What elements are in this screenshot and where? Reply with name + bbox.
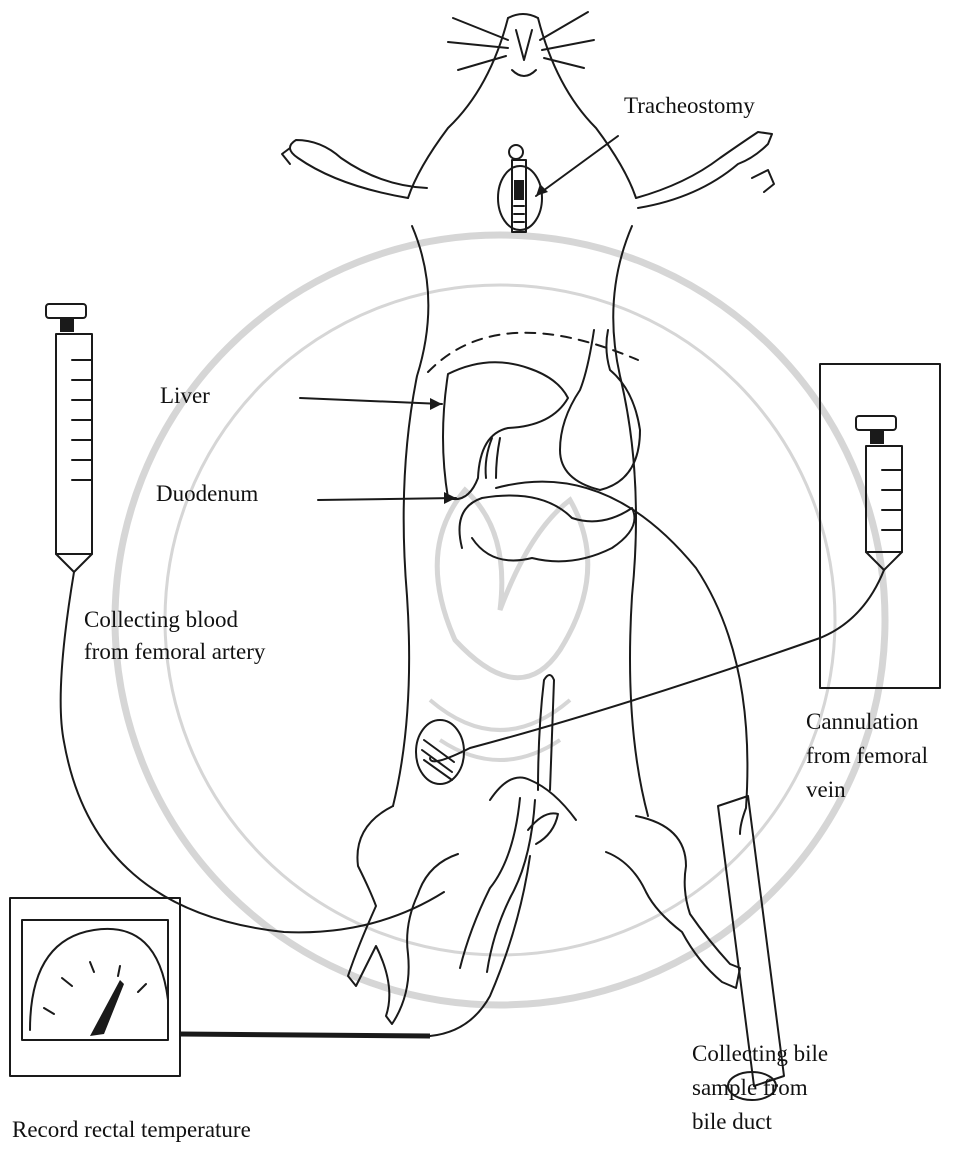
bile-collection — [496, 482, 784, 1100]
syringe-femoral-vein — [430, 364, 940, 761]
label-bile-line2: sample from — [692, 1074, 808, 1102]
label-cannulation-line3: vein — [806, 776, 846, 804]
label-blood-line2: from femoral artery — [84, 638, 265, 666]
label-tracheostomy: Tracheostomy — [624, 92, 755, 120]
label-bile-line3: bile duct — [692, 1108, 772, 1136]
label-cannulation-line2: from femoral — [806, 742, 928, 770]
label-cannulation-line1: Cannulation — [806, 708, 918, 736]
meter-needle — [90, 980, 124, 1036]
label-bile-line1: Collecting bile — [692, 1040, 828, 1068]
label-blood-line1: Collecting blood — [84, 606, 238, 634]
label-temperature: Record rectal temperature — [12, 1116, 251, 1144]
liver-arrowhead — [430, 398, 442, 410]
label-duodenum: Duodenum — [156, 480, 258, 508]
temperature-meter — [10, 856, 530, 1076]
label-liver: Liver — [160, 382, 210, 410]
